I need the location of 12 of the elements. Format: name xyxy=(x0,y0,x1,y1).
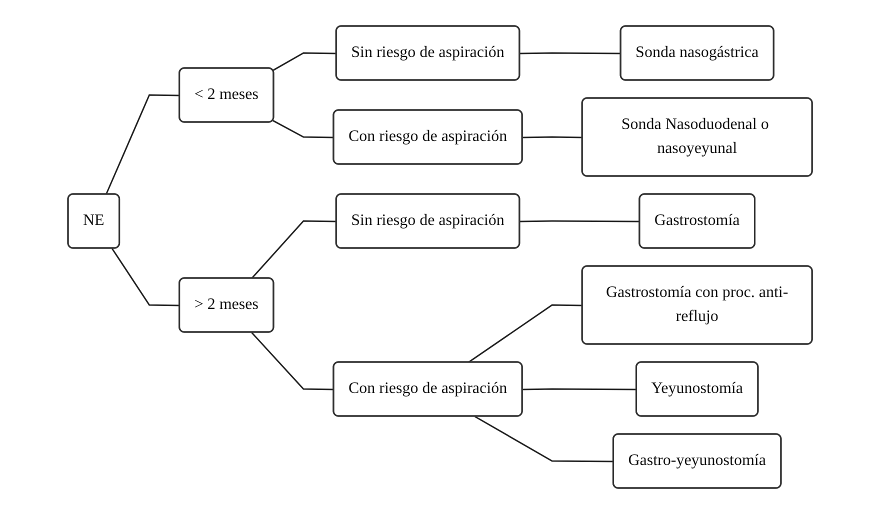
connector xyxy=(520,52,621,54)
connector xyxy=(251,332,334,390)
connector xyxy=(272,52,337,71)
connector xyxy=(272,119,334,138)
connector xyxy=(468,304,583,363)
connector xyxy=(520,220,640,222)
connector xyxy=(474,415,614,462)
connector xyxy=(111,248,180,306)
connector xyxy=(105,94,180,194)
connector xyxy=(251,220,337,278)
connector xyxy=(522,388,637,390)
connector xyxy=(522,136,583,138)
